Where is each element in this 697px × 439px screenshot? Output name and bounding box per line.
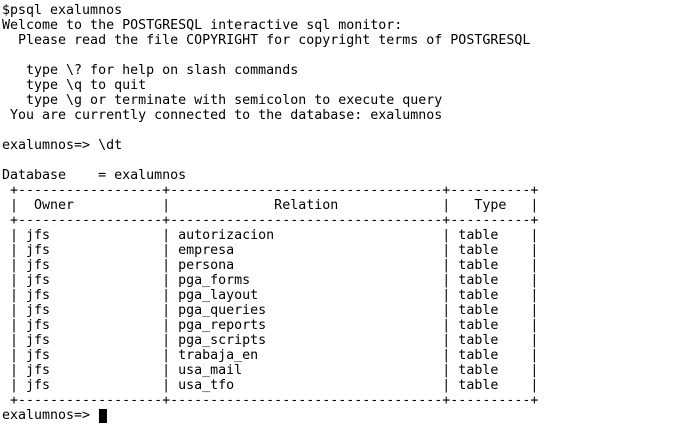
terminal-line: $psql exalumnos (2, 3, 123, 18)
terminal-line: | jfs | pga_queries | table | (2, 303, 539, 318)
terminal-line: | jfs | persona | table | (2, 258, 539, 273)
terminal-line (2, 48, 697, 63)
terminal-line: | jfs | autorizacion | table | (2, 228, 539, 243)
terminal-line: Please read the file COPYRIGHT for copyr… (2, 33, 531, 48)
terminal-line: type \g or terminate with semicolon to e… (2, 93, 443, 108)
terminal-line: | Owner | Relation | Type | (2, 198, 539, 213)
terminal-line (2, 123, 697, 138)
terminal-line: | jfs | usa_mail | table | (2, 363, 539, 378)
prompt-text: exalumnos=> (2, 408, 99, 423)
terminal-line: | jfs | pga_forms | table | (2, 273, 539, 288)
terminal-line: Database = exalumnos (2, 168, 187, 183)
terminal-line: type \q to quit (2, 78, 147, 93)
terminal-line: | jfs | pga_reports | table | (2, 318, 539, 333)
terminal-line: +------------------+--------------------… (2, 183, 539, 198)
terminal-line: +------------------+--------------------… (2, 213, 539, 228)
terminal-line: | jfs | trabaja_en | table | (2, 348, 539, 363)
terminal-line: +------------------+--------------------… (2, 393, 539, 408)
terminal-line: | jfs | usa_tfo | table | (2, 378, 539, 393)
terminal-line: You are currently connected to the datab… (2, 108, 443, 123)
terminal-line: exalumnos=> \dt (2, 138, 123, 153)
terminal-line: | jfs | pga_layout | table | (2, 288, 539, 303)
terminal-line: | jfs | empresa | table | (2, 243, 539, 258)
terminal-line: | jfs | pga_scripts | table | (2, 333, 539, 348)
text-cursor (99, 408, 108, 423)
terminal-line: Welcome to the POSTGRESQL interactive sq… (2, 18, 403, 33)
command-prompt-line[interactable]: exalumnos=> (2, 408, 697, 423)
terminal-line: type \? for help on slash commands (2, 63, 299, 78)
terminal-line (2, 153, 697, 168)
